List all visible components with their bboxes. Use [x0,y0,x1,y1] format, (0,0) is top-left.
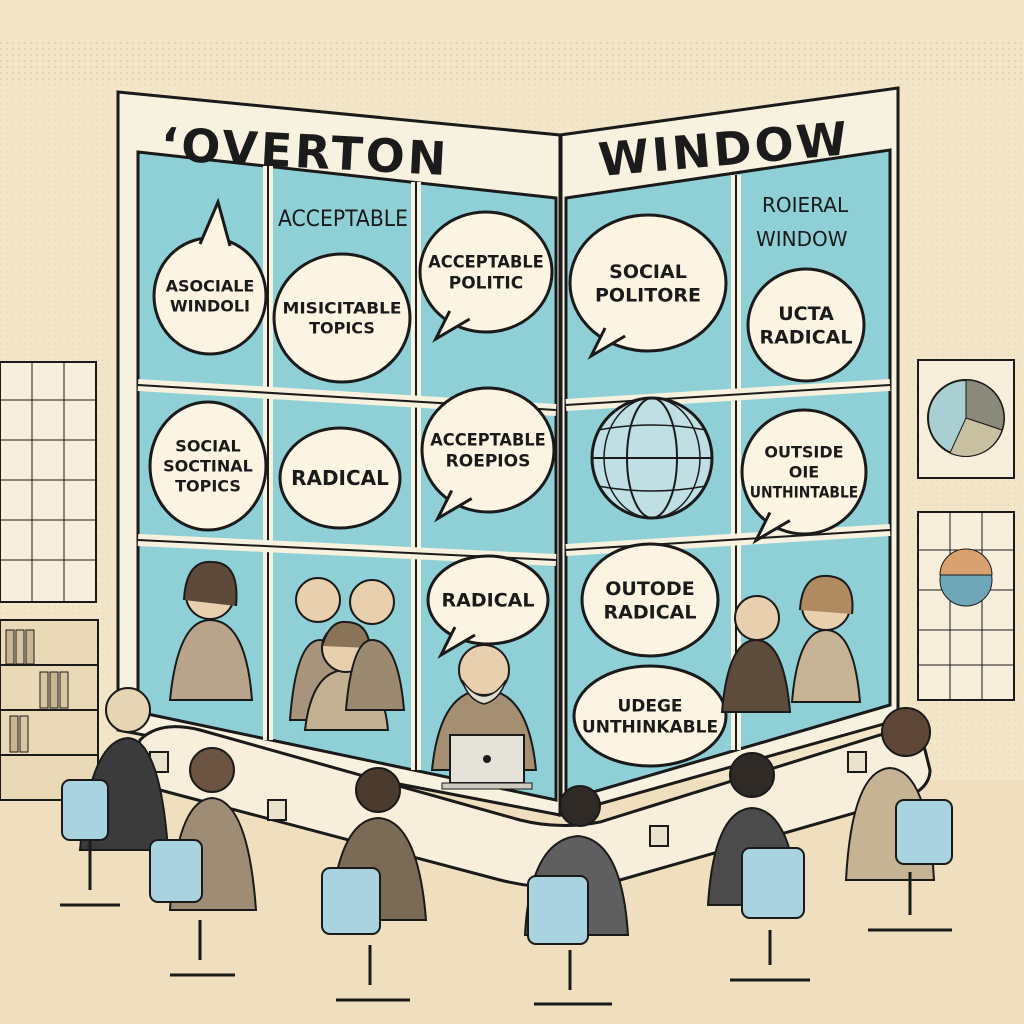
bubble-text: UDEGE [617,696,682,716]
bubble-text: RADICAL [604,602,697,624]
ceiling-band [0,40,1024,85]
bubble-text: UCTA [778,303,834,325]
bubble-text: WINDOLI [170,297,250,316]
bubble-text: SOCTINAL [163,457,253,476]
bubble-text: RADICAL [760,327,853,349]
bubble-text: RADICAL [442,590,535,612]
coffee-mug [847,751,867,773]
speech-bubble-radical-1: RADICAL [278,426,402,530]
bubble-text: UNTHINTABLE [750,483,859,502]
bubble-text: MISICITABLE [283,299,402,318]
coffee-mug [649,825,669,847]
bubble-text: UNTHINKABLE [582,718,718,738]
office-chair [60,779,120,907]
label-roieral: ROIERAL [762,193,849,217]
bubble-text: SOCIAL [175,437,240,456]
bubble-text: SOCIAL [609,261,687,283]
globe-icon [590,396,714,520]
bubble-text: OUTSIDE [764,443,843,462]
bookshelf [0,619,99,801]
bubble-text: POLITIC [449,274,523,294]
bubble-text: ACCEPTABLE [428,252,544,272]
grid-chart-poster [917,511,1015,701]
coffee-mug [267,799,287,821]
office-chair [730,847,810,982]
office-chair [868,799,953,932]
bubble-text: TOPICS [175,477,241,496]
laptop-icon [441,734,533,790]
bubble-text: ACCEPTABLE [430,430,546,450]
office-chair [149,839,235,977]
speech-bubble-radical-2: RADICAL [426,554,550,659]
people-in-window [168,560,862,790]
person-woman-right-group [344,579,406,711]
bubble-text: TOPICS [309,319,375,338]
office-chair [321,867,410,1002]
bubble-text: ASOCIALE [166,277,255,296]
bubble-text: RADICAL [291,466,389,490]
person-woman-right-1 [720,595,792,713]
person-woman-right-2 [790,574,862,703]
office-chair [527,875,612,1006]
bubble-text: OIE [789,463,819,482]
label-window: WINDOW [756,227,848,251]
person-woman-left [168,560,254,701]
label-acceptable: ACCEPTABLE [278,207,408,232]
wall-calendar-left [0,361,97,603]
bubble-text: OUTODE [605,578,694,600]
bubble-text: ROEPIOS [446,452,531,472]
pie-chart-poster [917,359,1015,479]
bubble-text: POLITORE [595,285,701,307]
